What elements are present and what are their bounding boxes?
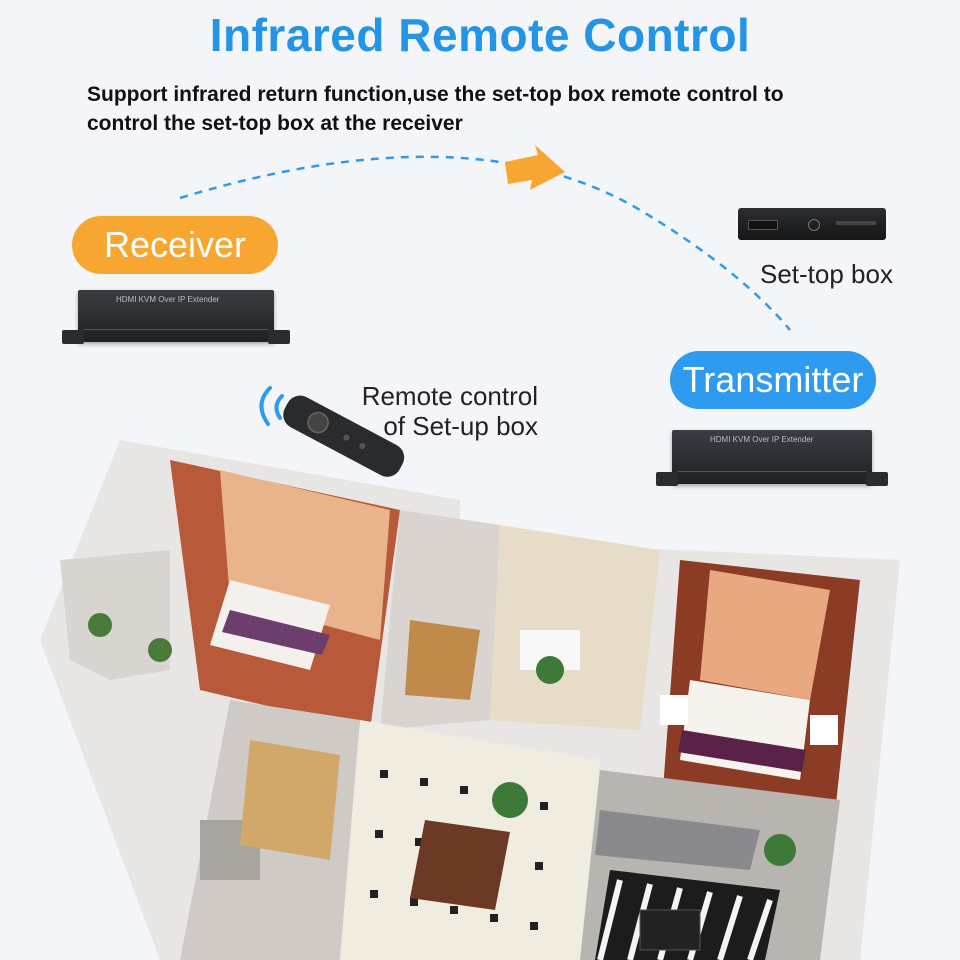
house-floorplan-illustration [40,440,900,960]
bedroom-left [170,460,400,730]
description: Support infrared return function,use the… [87,80,907,138]
page-title: Infrared Remote Control [209,9,751,61]
remote-control-icon [259,386,405,477]
remote-label-line-2: of Set-up box [383,411,538,441]
remote-label-line-1: Remote control [361,381,538,411]
transmitter-device-text: HDMI KVM Over IP Extender [710,435,814,444]
description-line-1: Support infrared return function,use the… [87,83,784,106]
receiver-badge: Receiver [72,216,278,274]
ir-waves-icon [259,386,284,426]
transmitter-device: HDMI KVM Over IP Extender [656,430,888,486]
set-top-box-label: Set-top box [760,259,893,289]
receiver-device-text: HDMI KVM Over IP Extender [116,295,220,304]
remote-control-label: Remote control of Set-up box [350,381,538,441]
set-top-box-icon [738,208,886,240]
transmitter-badge: Transmitter [670,351,876,409]
receiver-device: HDMI KVM Over IP Extender [62,290,290,344]
description-line-2: control the set-top box at the receiver [87,112,463,135]
ir-arrow-icon [505,145,565,190]
